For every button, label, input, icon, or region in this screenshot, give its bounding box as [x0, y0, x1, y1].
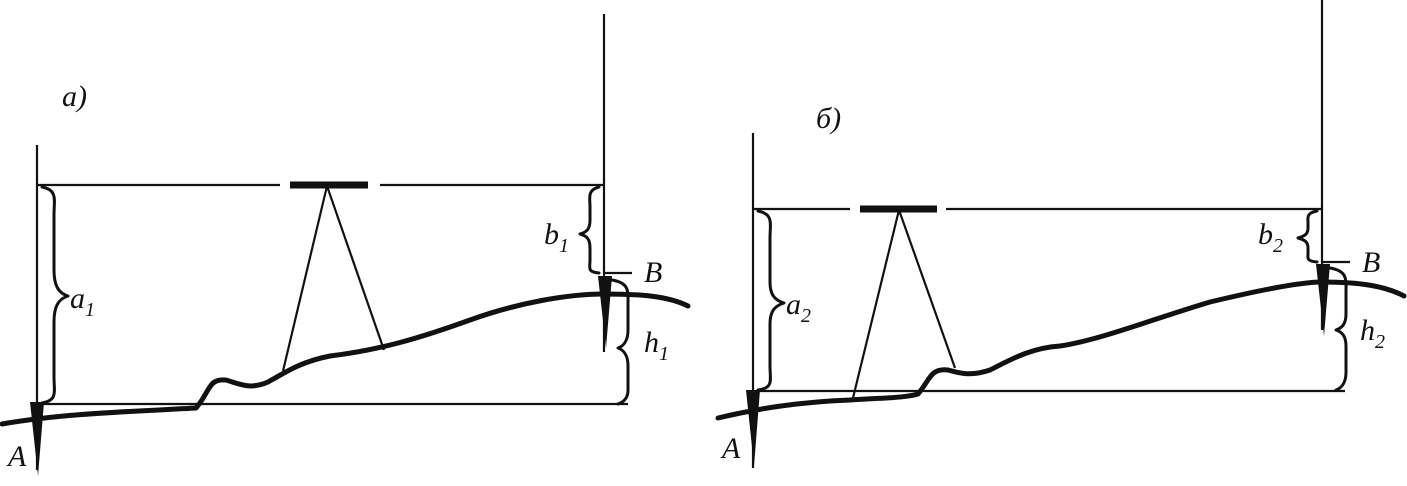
- label-a2: a2: [786, 288, 811, 327]
- panel-a-label: а): [62, 80, 87, 113]
- ground-profile: [0, 291, 691, 427]
- tripod-leg-left: [281, 185, 329, 372]
- label-a1: a1: [70, 282, 95, 321]
- point-a2-peg: [746, 390, 760, 466]
- panel-a: а) a1 b1 h1 A B: [0, 14, 691, 476]
- label-point-a: A: [6, 440, 27, 473]
- brace-h1: [610, 278, 630, 406]
- brace-b1: [578, 185, 601, 275]
- label-b1: b1: [544, 218, 569, 257]
- brace-h2: [1328, 266, 1348, 392]
- tripod-leg-right: [325, 185, 386, 351]
- ground-profile-2: [715, 279, 1407, 421]
- brace-a2: [756, 209, 786, 392]
- label-point-a2: A: [720, 432, 741, 465]
- label-b2: b2: [1258, 218, 1283, 257]
- tripod-leg-left-2: [850, 209, 901, 403]
- tripod-leg-right-2: [897, 209, 957, 369]
- label-h2: h2: [1360, 314, 1385, 353]
- point-b-peg: [598, 276, 612, 348]
- label-point-b2: B: [1362, 246, 1380, 279]
- panel-b-label: б): [816, 102, 841, 135]
- point-b2-peg: [1316, 264, 1330, 336]
- point-a-peg: [30, 402, 44, 476]
- brace-b2: [1296, 209, 1319, 264]
- panel-b: б) a2 b2 h2 A B: [715, 0, 1407, 468]
- label-h1: h1: [644, 326, 669, 365]
- brace-a1: [40, 185, 70, 405]
- label-point-b: B: [644, 256, 662, 289]
